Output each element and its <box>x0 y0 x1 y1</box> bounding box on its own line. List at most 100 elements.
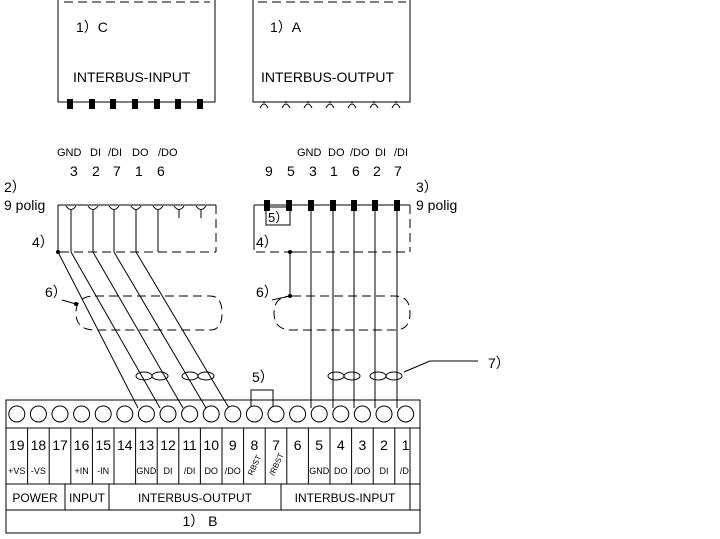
right-plug-pins <box>264 200 400 211</box>
terminal-screw-8 <box>245 405 263 423</box>
terminal-signal-9: /DO <box>225 466 241 476</box>
left-wires <box>56 210 230 409</box>
connector-a-title: INTERBUS-OUTPUT <box>261 69 394 85</box>
left-plug-type: 9 polig <box>4 197 45 213</box>
left-twisted-pairs <box>135 371 215 381</box>
terminal-number-8: 8 <box>251 437 259 453</box>
right-pin-1: 1 <box>330 163 338 179</box>
right-plug-pin-numbers: 9 5 3 1 6 2 7 <box>265 163 402 179</box>
terminal-number-19: 19 <box>9 437 25 453</box>
left-plug-pin-numbers: 3 2 7 1 6 <box>70 163 165 179</box>
right-signal-do: DO <box>328 147 345 159</box>
terminal-screw-19 <box>8 405 26 423</box>
terminal-screw-2 <box>375 405 393 423</box>
left-plug-signal-labels: GND DI /DI DO /DO <box>57 147 178 159</box>
right-signal-gnd: GND <box>297 147 322 159</box>
left-plug-housing <box>57 204 217 253</box>
right-shield-callout: 6） <box>256 284 278 300</box>
terminal-number-15: 15 <box>95 437 111 453</box>
left-signal-ndi: /DI <box>108 147 122 159</box>
connector-c-ref: 1）C <box>76 19 108 35</box>
right-signal-di: DI <box>375 147 386 159</box>
right-plug-ref: 3） <box>416 179 438 195</box>
right-pin-2: 2 <box>373 163 381 179</box>
terminal-signal-19: +VS <box>8 466 25 476</box>
right-plug-type: 9 polig <box>416 197 457 213</box>
terminal-signal-10: DO <box>204 466 218 476</box>
right-pin-9: 9 <box>265 163 273 179</box>
terminal-number-11: 11 <box>182 437 197 453</box>
left-pin-6: 6 <box>157 163 165 179</box>
right-signal-ndi: /DI <box>394 147 408 159</box>
right-pin-7: 7 <box>394 163 402 179</box>
right-cable-shield <box>273 295 411 331</box>
terminal-screw-17 <box>51 405 69 423</box>
right-pin-3: 3 <box>309 163 317 179</box>
terminal-number-17: 17 <box>52 437 68 453</box>
left-signal-di: DI <box>90 147 101 159</box>
right-wires <box>288 211 398 408</box>
terminal-screw-15 <box>94 405 112 423</box>
terminal-screw-7 <box>267 405 285 423</box>
terminal-signal-3: /DO <box>354 466 370 476</box>
connector-a-sockets <box>259 101 401 109</box>
left-cable-shield <box>75 295 223 331</box>
terminal-signal-4: DO <box>334 466 348 476</box>
terminal-number-5: 5 <box>315 437 323 453</box>
terminal-number-9: 9 <box>229 437 237 453</box>
right-pin-6: 6 <box>352 163 360 179</box>
terminal-bridge-callout: 5） <box>252 369 274 385</box>
terminal-signal-11: /DI <box>184 466 196 476</box>
left-pin-1: 1 <box>135 163 143 179</box>
connector-c: 1）C INTERBUS-INPUT <box>57 0 216 109</box>
terminal-screw-4 <box>332 405 350 423</box>
terminal-signal-2: DI <box>380 466 389 476</box>
terminal-signal-5: GND <box>309 466 330 476</box>
terminal-number-12: 12 <box>160 437 176 453</box>
terminal-signal-7: /RBST <box>268 452 286 477</box>
connector-c-title: INTERBUS-INPUT <box>73 69 191 85</box>
terminal-number-6: 6 <box>294 437 302 453</box>
plug-bridge-box <box>265 206 291 226</box>
terminal-signal-13: GND <box>136 466 157 476</box>
terminal-screw-16 <box>73 405 91 423</box>
right-twisted-pairs <box>327 371 403 381</box>
left-signal-ndo: /DO <box>158 147 178 159</box>
right-signal-ndo: /DO <box>350 147 370 159</box>
right-plug-signal-labels: GND DO /DO DI /DI <box>297 147 408 159</box>
left-pin-2: 2 <box>92 163 100 179</box>
terminal-screw-1 <box>397 405 415 423</box>
group-interbus-output: INTERBUS-OUTPUT <box>138 491 253 505</box>
terminal-screw-6 <box>289 405 307 423</box>
terminal-number-13: 13 <box>139 437 155 453</box>
terminal-number-16: 16 <box>74 437 90 453</box>
terminal-number-18: 18 <box>31 437 47 453</box>
connector-c-pins <box>67 99 203 109</box>
left-pin-3: 3 <box>70 163 78 179</box>
group-input: INPUT <box>69 491 106 505</box>
terminal-screw-5 <box>310 405 328 423</box>
terminal-screw-13 <box>137 405 155 423</box>
terminal-signal-12: DI <box>164 466 173 476</box>
left-plug-sockets <box>65 205 207 218</box>
terminal-screw-18 <box>29 405 47 423</box>
terminal-signal-18: -VS <box>31 466 46 476</box>
terminal-signal-16: +IN <box>74 466 88 476</box>
left-signal-do: DO <box>132 147 149 159</box>
twisted-pair-callout: 7） <box>488 355 510 371</box>
terminal-number-7: 7 <box>272 437 280 453</box>
group-interbus-input: INTERBUS-INPUT <box>295 491 396 505</box>
terminal-number-1: 1 <box>402 437 410 453</box>
terminal-screws <box>8 405 415 423</box>
terminal-signal-15: -IN <box>97 466 109 476</box>
terminal-screw-11 <box>181 405 199 423</box>
terminal-screw-14 <box>116 405 134 423</box>
terminal-screw-3 <box>353 405 371 423</box>
group-power: POWER <box>12 491 58 505</box>
left-signal-gnd: GND <box>57 147 82 159</box>
left-pin-7: 7 <box>113 163 121 179</box>
left-housing-callout: 4） <box>32 234 54 250</box>
terminal-block-ref: 1） B <box>182 513 217 529</box>
right-pin-5: 5 <box>287 163 295 179</box>
